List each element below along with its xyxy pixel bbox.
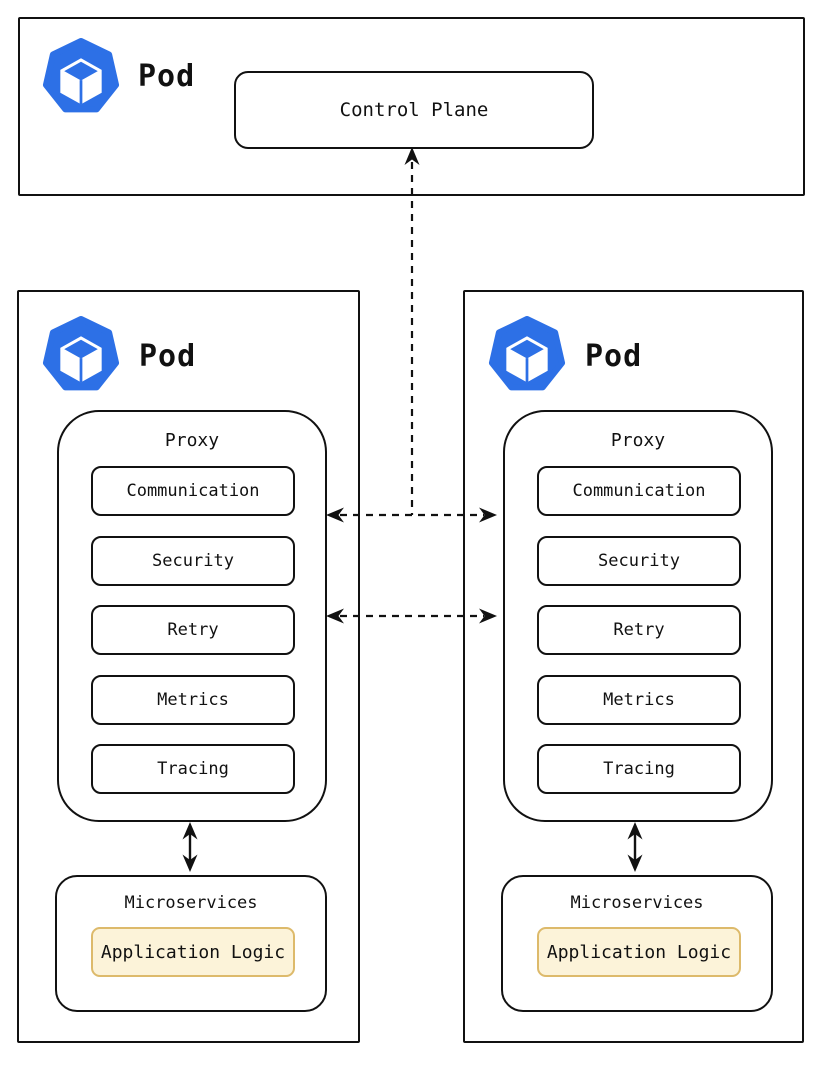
proxy-feature-tracing: Tracing (91, 744, 295, 794)
proxy-feature-list: Communication Security Retry Metrics Tra… (91, 466, 295, 814)
application-logic-box: Application Logic (91, 927, 295, 977)
proxy-feature-tracing: Tracing (537, 744, 741, 794)
kubernetes-pod-icon (42, 316, 120, 391)
proxy-feature-security: Security (537, 535, 741, 586)
application-logic-box: Application Logic (537, 927, 741, 977)
proxy-feature-communication: Communication (537, 466, 741, 516)
proxy-feature-metrics: Metrics (537, 674, 741, 725)
pod-left: Pod Proxy Communication Security Retry M… (17, 290, 360, 1043)
kubernetes-pod-icon (42, 38, 120, 113)
pod-right: Pod Proxy Communication Security Retry M… (463, 290, 804, 1043)
control-plane-box: Control Plane (234, 71, 594, 149)
control-plane-arrow (404, 147, 420, 515)
proxy-feature-metrics: Metrics (91, 674, 295, 725)
microservices-box: Microservices Application Logic (55, 875, 327, 1012)
proxy-feature-retry: Retry (91, 605, 295, 655)
proxy-box: Proxy Communication Security Retry Metri… (503, 410, 773, 822)
pod-label: Pod (138, 59, 196, 94)
proxy-title: Proxy (610, 430, 666, 451)
kubernetes-pod-icon (488, 316, 566, 391)
proxy-feature-communication: Communication (91, 466, 295, 516)
pod-label: Pod (139, 339, 197, 374)
proxy-feature-retry: Retry (537, 605, 741, 655)
proxy-feature-security: Security (91, 535, 295, 586)
pod-label: Pod (585, 339, 643, 374)
microservices-box: Microservices Application Logic (501, 875, 773, 1012)
proxy-title: Proxy (164, 430, 220, 451)
proxy-feature-list: Communication Security Retry Metrics Tra… (537, 466, 741, 814)
microservices-title: Microservices (570, 893, 704, 913)
microservices-title: Microservices (124, 893, 258, 913)
control-plane-pod: Pod Control Plane (18, 17, 805, 196)
proxy-box: Proxy Communication Security Retry Metri… (57, 410, 327, 822)
